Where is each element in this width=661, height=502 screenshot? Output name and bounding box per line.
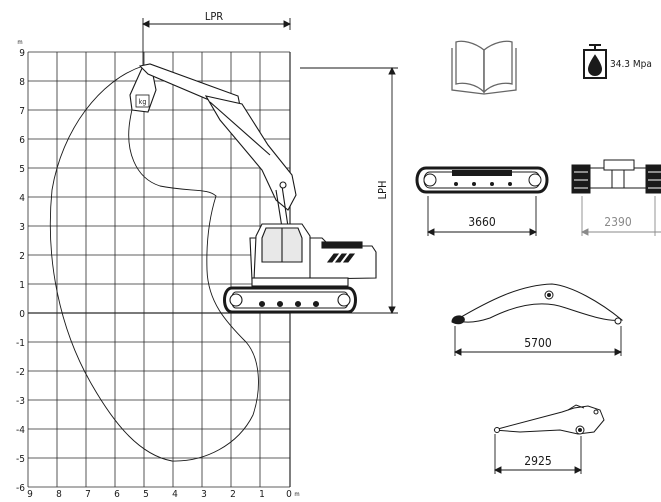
y-tick: 6 bbox=[19, 135, 25, 146]
x-tick: 8 bbox=[56, 489, 62, 498]
y-tick: 8 bbox=[19, 77, 25, 88]
x-tick: 5 bbox=[143, 489, 149, 498]
y-axis-ticks: 9 8 7 6 5 4 3 2 1 0 -1 -2 -3 -4 -5 -6 m bbox=[16, 39, 25, 494]
y-tick: -2 bbox=[16, 367, 25, 378]
y-tick: -4 bbox=[16, 425, 25, 436]
y-unit: m bbox=[17, 39, 22, 46]
y-tick: 7 bbox=[19, 106, 25, 117]
x-tick: 4 bbox=[172, 489, 178, 498]
y-tick: -3 bbox=[16, 396, 25, 407]
track-width-dimension bbox=[580, 196, 661, 236]
x-tick: 1 bbox=[259, 489, 265, 498]
undercarriage-length-label: 3660 bbox=[468, 215, 496, 229]
undercarriage-side-view bbox=[415, 166, 549, 194]
y-tick: -5 bbox=[16, 454, 25, 465]
x-tick: 7 bbox=[85, 489, 91, 498]
kg-tag bbox=[135, 94, 150, 108]
open-book-icon bbox=[451, 40, 517, 95]
track-width-label: 2390 bbox=[604, 215, 632, 229]
x-tick: 0 bbox=[286, 489, 292, 498]
boom-drawing bbox=[451, 283, 624, 325]
x-unit: m bbox=[294, 491, 299, 498]
lpr-dimension bbox=[141, 18, 292, 66]
hydraulic-pressure-icon bbox=[583, 44, 607, 79]
y-tick: 0 bbox=[19, 309, 25, 320]
excavator-side-view bbox=[129, 63, 377, 314]
x-axis-ticks: 9 8 7 6 5 4 3 2 1 0 m bbox=[27, 489, 300, 500]
y-tick: 4 bbox=[19, 193, 25, 204]
x-tick: 2 bbox=[230, 489, 236, 498]
x-tick: 3 bbox=[201, 489, 207, 498]
y-tick: -6 bbox=[16, 483, 25, 494]
lph-label: LPH bbox=[376, 181, 389, 200]
y-tick: -1 bbox=[16, 338, 25, 349]
arm-length-dimension bbox=[493, 434, 583, 474]
track-front-view bbox=[571, 159, 661, 194]
y-tick: 5 bbox=[19, 164, 25, 175]
x-tick: 9 bbox=[27, 489, 33, 498]
working-range-envelope bbox=[49, 65, 259, 462]
y-tick: 9 bbox=[19, 48, 25, 59]
y-tick: 2 bbox=[19, 251, 25, 262]
x-tick: 6 bbox=[114, 489, 120, 498]
y-tick: 1 bbox=[19, 280, 25, 291]
arm-length-label: 2925 bbox=[524, 454, 551, 468]
undercarriage-length-dimension bbox=[426, 196, 538, 236]
arm-drawing bbox=[493, 404, 605, 435]
kg-label: kg bbox=[139, 98, 147, 106]
y-tick: 3 bbox=[19, 222, 25, 233]
lpr-label: LPR bbox=[205, 10, 223, 23]
pressure-value: 34.3 Mpa bbox=[610, 59, 652, 70]
lph-dimension bbox=[300, 66, 398, 315]
boom-length-dimension bbox=[453, 326, 623, 356]
boom-length-label: 5700 bbox=[524, 336, 552, 350]
